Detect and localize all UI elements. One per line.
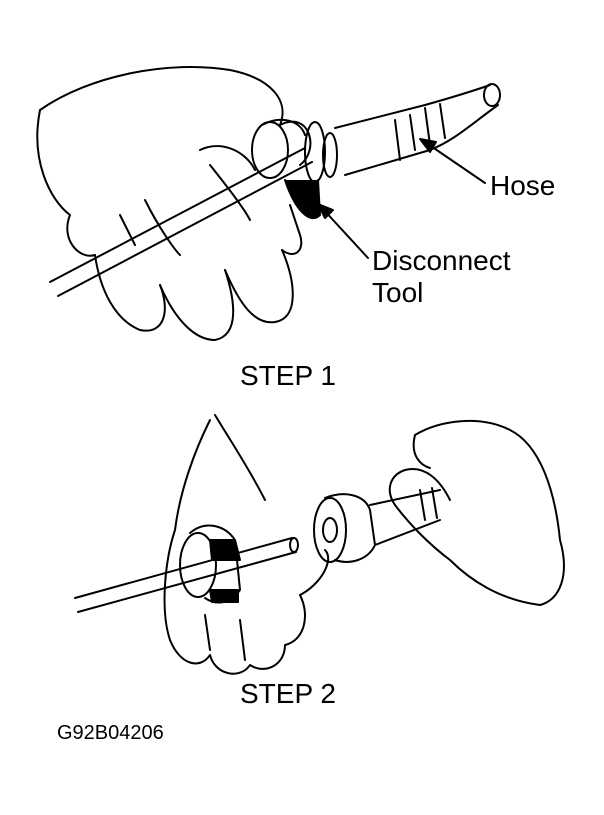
step1-caption: STEP 1 [240,360,336,391]
step2-right-hand [388,420,565,606]
step2-disconnect-tool [179,524,241,604]
disconnect-tool-label-line2: Tool [372,277,424,308]
step2-caption: STEP 2 [240,678,336,709]
step2-hose-fitting [313,487,441,563]
disconnect-tool-label-line1: Disconnect [372,245,511,276]
step2-tube [74,537,299,613]
step1-hose [334,83,501,176]
hose-label: Hose [490,170,556,201]
step1-disconnect-tool [251,118,338,220]
disconnect-tool-arrow [317,203,369,259]
step2-left-hand [163,414,330,675]
figure-id: G92B04206 [57,722,164,744]
step1-tube [49,147,313,297]
hose-arrow [419,138,486,184]
step1-hand [36,65,312,341]
